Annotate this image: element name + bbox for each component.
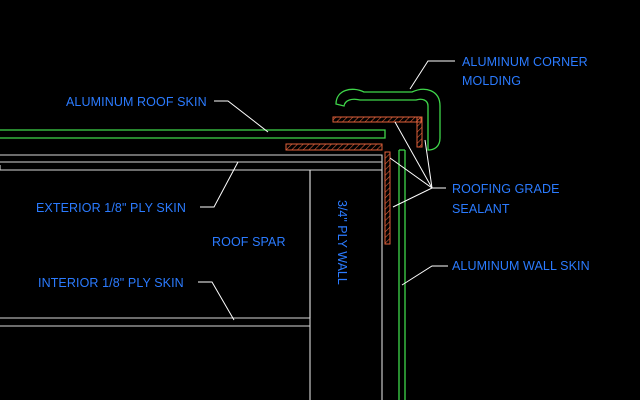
- leader-lines: [198, 60, 455, 321]
- label-aluminum-wall-skin: ALUMINUM WALL SKIN: [452, 259, 590, 273]
- aluminum-wall-skin: [398, 149, 406, 400]
- ply-wall: [309, 162, 383, 400]
- label-corner-molding-2: MOLDING: [462, 74, 521, 88]
- label-aluminum-roof-skin: ALUMINUM ROOF SKIN: [66, 95, 207, 109]
- label-corner-molding-1: ALUMINUM CORNER: [462, 55, 588, 69]
- label-interior-ply-skin: INTERIOR 1/8" PLY SKIN: [38, 276, 184, 290]
- aluminum-corner-molding: [335, 88, 441, 151]
- label-roof-spar: ROOF SPAR: [212, 235, 286, 249]
- label-ply-wall: 3/4" PLY WALL: [335, 200, 349, 285]
- exterior-ply-skin: [0, 154, 383, 163]
- interior-ply-skin: [0, 317, 310, 327]
- label-sealant-1: ROOFING GRADE: [452, 182, 560, 196]
- labels: ALUMINUM ROOF SKIN ALUMINUM CORNER MOLDI…: [36, 55, 590, 290]
- sealant: [285, 116, 423, 245]
- label-sealant-2: SEALANT: [452, 202, 510, 216]
- label-exterior-ply-skin: EXTERIOR 1/8" PLY SKIN: [36, 201, 186, 215]
- aluminum-roof-skin: [0, 129, 386, 139]
